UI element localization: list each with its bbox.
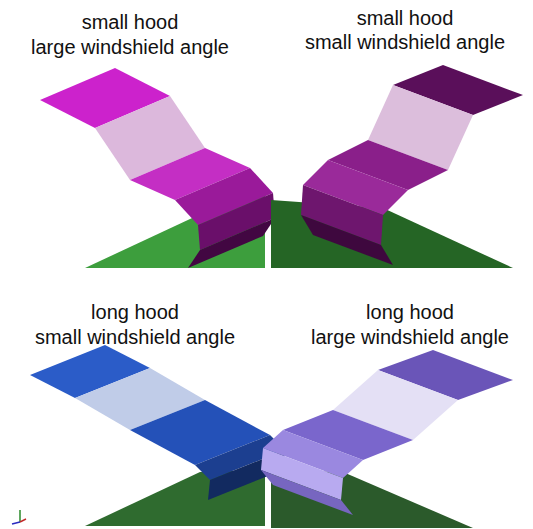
- caption-label: long hood: [366, 301, 454, 323]
- axis-triad: [12, 510, 26, 524]
- caption-label: long hood: [91, 301, 179, 323]
- caption-label: large windshield angle: [311, 326, 509, 348]
- shape-long-hood-large-angle: [261, 350, 513, 528]
- shape-small-hood-large-angle: [40, 68, 275, 268]
- caption-label: large windshield angle: [31, 36, 229, 58]
- caption-label: small windshield angle: [35, 326, 235, 348]
- caption-label: small windshield angle: [305, 31, 505, 53]
- shape-long-hood-small-angle: [30, 345, 285, 526]
- caption-label: small hood: [357, 7, 454, 29]
- caption-label: small hood: [82, 11, 179, 33]
- shape-small-hood-small-angle: [271, 65, 523, 268]
